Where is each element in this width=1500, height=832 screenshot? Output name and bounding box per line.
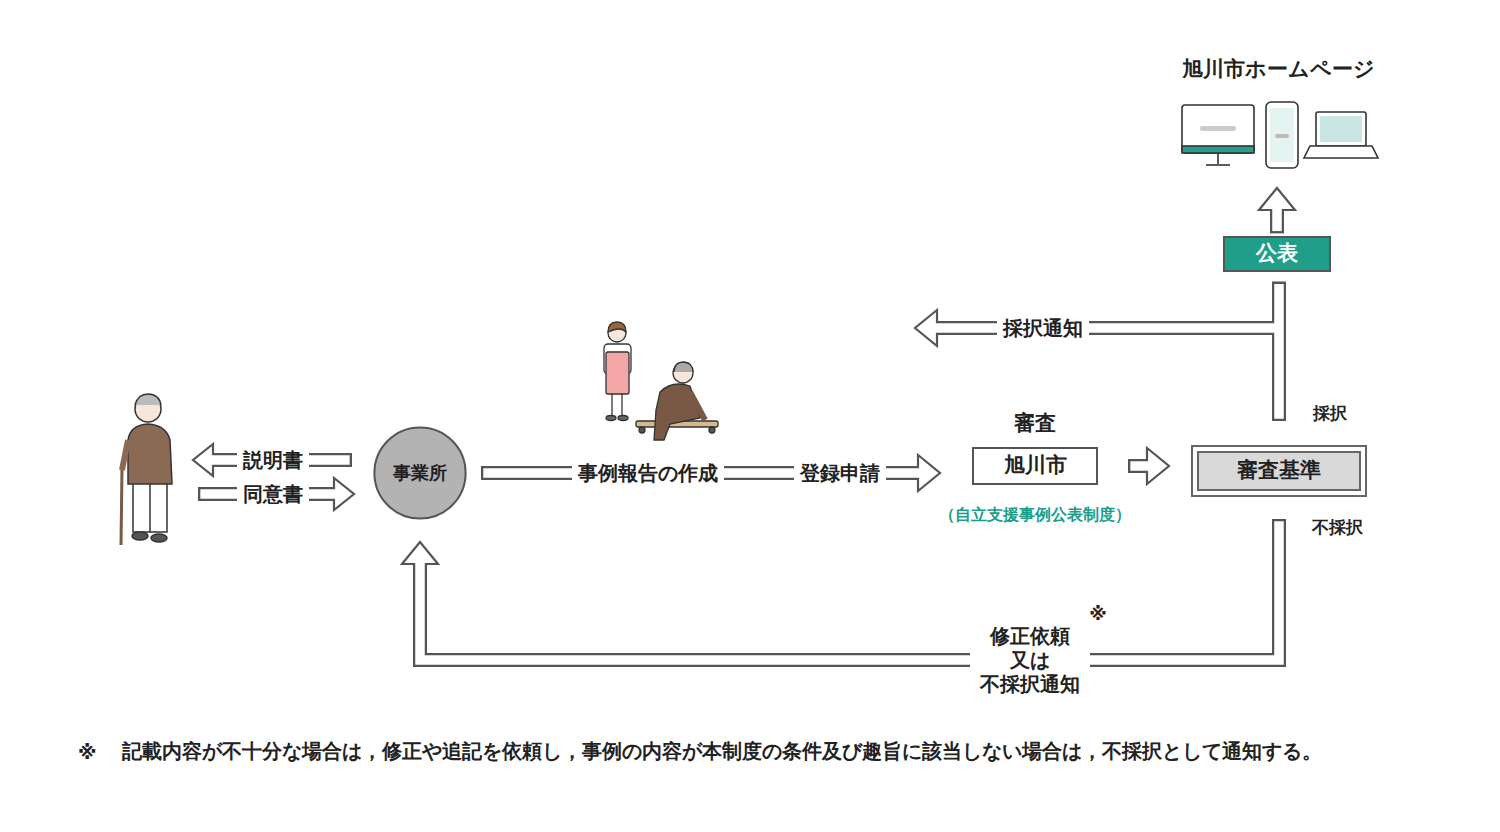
devices [1182, 102, 1378, 168]
wheel [639, 427, 645, 433]
shoe [606, 416, 616, 421]
document-label: 説明書 [237, 448, 309, 472]
criteria-name: 審査基準 [1237, 458, 1321, 483]
explain-arrow-head [193, 444, 213, 476]
screen-bar [1275, 134, 1289, 138]
elderly-man [121, 394, 172, 545]
adopt-label: 採択 [1313, 403, 1347, 423]
publish-name: 公表 [1256, 241, 1298, 266]
hair [608, 322, 626, 332]
laptop-display [1320, 116, 1362, 142]
screen-bar [1200, 126, 1236, 131]
flow-arrow [1272, 282, 1286, 421]
monitor-bezel [1182, 146, 1254, 153]
system-name: （自立支援事例公表制度） [939, 505, 1131, 524]
leg [621, 392, 622, 416]
connector-heads [193, 188, 1295, 564]
notice-arrow-fill [935, 323, 1279, 333]
phone-screen [1270, 108, 1294, 162]
sweater [128, 424, 172, 484]
office-name: 事業所 [393, 462, 447, 484]
leg [611, 392, 612, 416]
flow-arrow-fill [420, 521, 1279, 660]
caregiver [604, 322, 631, 421]
office-circle: 事業所 [373, 426, 467, 520]
hair [135, 394, 161, 405]
monitor-stand [1206, 164, 1230, 166]
flow-arrow-head [402, 542, 438, 564]
connector-fills [200, 208, 1279, 660]
shoe [618, 416, 628, 421]
connector-outlines [198, 210, 1279, 660]
flow-arrow-head [918, 455, 940, 491]
step-label: 事例報告の作成 [572, 461, 724, 485]
flow-arrow [420, 519, 1279, 660]
wheel [709, 427, 715, 433]
flow-arrow-head [1147, 448, 1169, 484]
apron [606, 352, 629, 394]
flow-arrow-fill [1130, 461, 1149, 471]
arm [690, 392, 705, 420]
notice-label: 採択通知 [997, 316, 1089, 340]
laptop-screen [1316, 112, 1366, 146]
head [673, 363, 693, 383]
phone [1266, 102, 1298, 168]
homepage-label: 旭川市ホームページ [1182, 57, 1375, 82]
notice-arrow-head [915, 310, 937, 346]
laptop-base [1304, 146, 1378, 158]
city-box: 審査旭川市 [972, 447, 1098, 485]
pants [133, 478, 167, 532]
criteria-box: 審査基準 [1191, 445, 1367, 497]
monitor [1182, 105, 1254, 153]
edge-label: 修正依頼 又は 不採択通知 [970, 622, 1090, 698]
walking-elderly [636, 362, 718, 440]
flow-arrow-fill [1274, 284, 1284, 419]
note-mark: ※ [1089, 603, 1107, 625]
document-label: 同意書 [237, 482, 309, 506]
publish-box: 公表 [1223, 236, 1331, 271]
note-mark: ※ [78, 741, 96, 764]
edge-label: 登録申請 [794, 461, 886, 485]
publish-arrow-fill [1272, 208, 1282, 231]
publish-arrow-head [1259, 188, 1295, 210]
circle-shape [374, 427, 465, 518]
footnote: 記載内容が不十分な場合は，修正や追記を依頼し，事例の内容が本制度の条件及び趣旨に… [122, 740, 1322, 763]
monitor-stand [1217, 153, 1219, 164]
city-name: 旭川市 [1004, 453, 1067, 478]
cane [121, 468, 122, 545]
pants-seam [149, 484, 151, 532]
hair [674, 362, 693, 372]
consent-arrow-head [334, 478, 354, 510]
shoe [151, 534, 167, 542]
review-heading: 審査 [1014, 411, 1056, 436]
reject-label: 不採択 [1312, 517, 1363, 537]
arm [122, 440, 128, 470]
shoe [132, 532, 148, 540]
